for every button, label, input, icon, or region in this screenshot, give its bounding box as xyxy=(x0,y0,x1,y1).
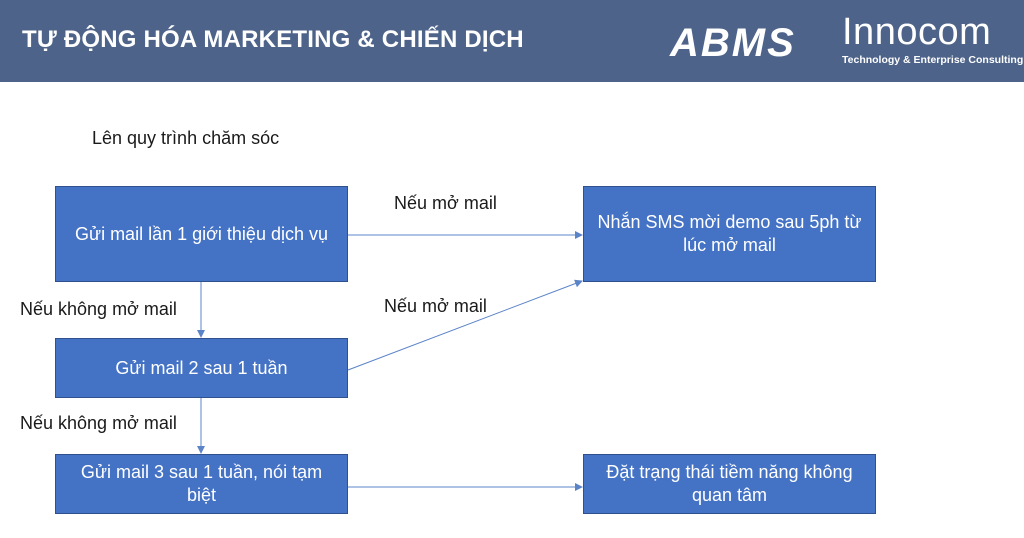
sms-box: Nhắn SMS mời demo sau 5ph từ lúc mở mail xyxy=(583,186,876,282)
innocom-logo-tagline: Technology & Enterprise Consulting xyxy=(842,54,1024,66)
abms-logo: ABMS xyxy=(669,21,796,62)
sms-label: Nhắn SMS mời demo sau 5ph từ lúc mở mail xyxy=(597,212,862,255)
step3-label: Gửi mail 3 sau 1 tuần, nói tạm biệt xyxy=(80,462,323,505)
edge-label-opened-1: Nếu mở mail xyxy=(394,193,497,213)
diagram-intro: Lên quy trình chăm sóc xyxy=(92,128,280,148)
arrow-step2-to-sms xyxy=(347,279,583,371)
edge-label-not-opened-2: Nếu không mở mail xyxy=(20,413,177,433)
step1-label: Gửi mail lần 1 giới thiệu dịch vụ xyxy=(75,223,328,244)
innocom-logo-text: Innocom xyxy=(842,11,992,53)
step2-label: Gửi mail 2 sau 1 tuần xyxy=(115,357,288,378)
step3-box: Gửi mail 3 sau 1 tuần, nói tạm biệt xyxy=(55,454,348,514)
edge-label-opened-2: Nếu mở mail xyxy=(384,296,487,316)
header-bar: TỰ ĐỘNG HÓA MARKETING & CHIẾN DỊCH ABMS … xyxy=(0,0,1024,82)
step2-box: Gửi mail 2 sau 1 tuần xyxy=(55,338,348,398)
edge-label-not-opened-1: Nếu không mở mail xyxy=(20,299,177,319)
step1-box: Gửi mail lần 1 giới thiệu dịch vụ xyxy=(55,186,348,282)
innocom-logo: Innocom Technology & Enterprise Consulti… xyxy=(840,10,1024,72)
status-box: Đặt trạng thái tiềm năng không quan tâm xyxy=(583,454,876,514)
page-title: TỰ ĐỘNG HÓA MARKETING & CHIẾN DỊCH xyxy=(22,26,524,53)
abms-logo-text: ABMS xyxy=(669,21,796,62)
status-label: Đặt trạng thái tiềm năng không quan tâm xyxy=(606,462,853,505)
